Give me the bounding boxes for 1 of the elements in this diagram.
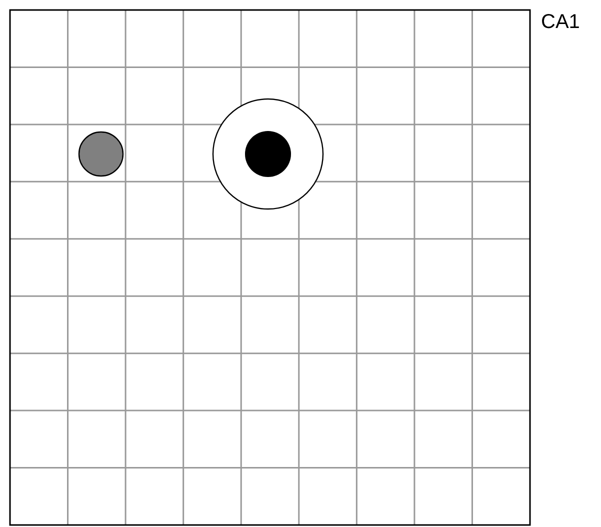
region-label: CA1 <box>541 12 580 32</box>
